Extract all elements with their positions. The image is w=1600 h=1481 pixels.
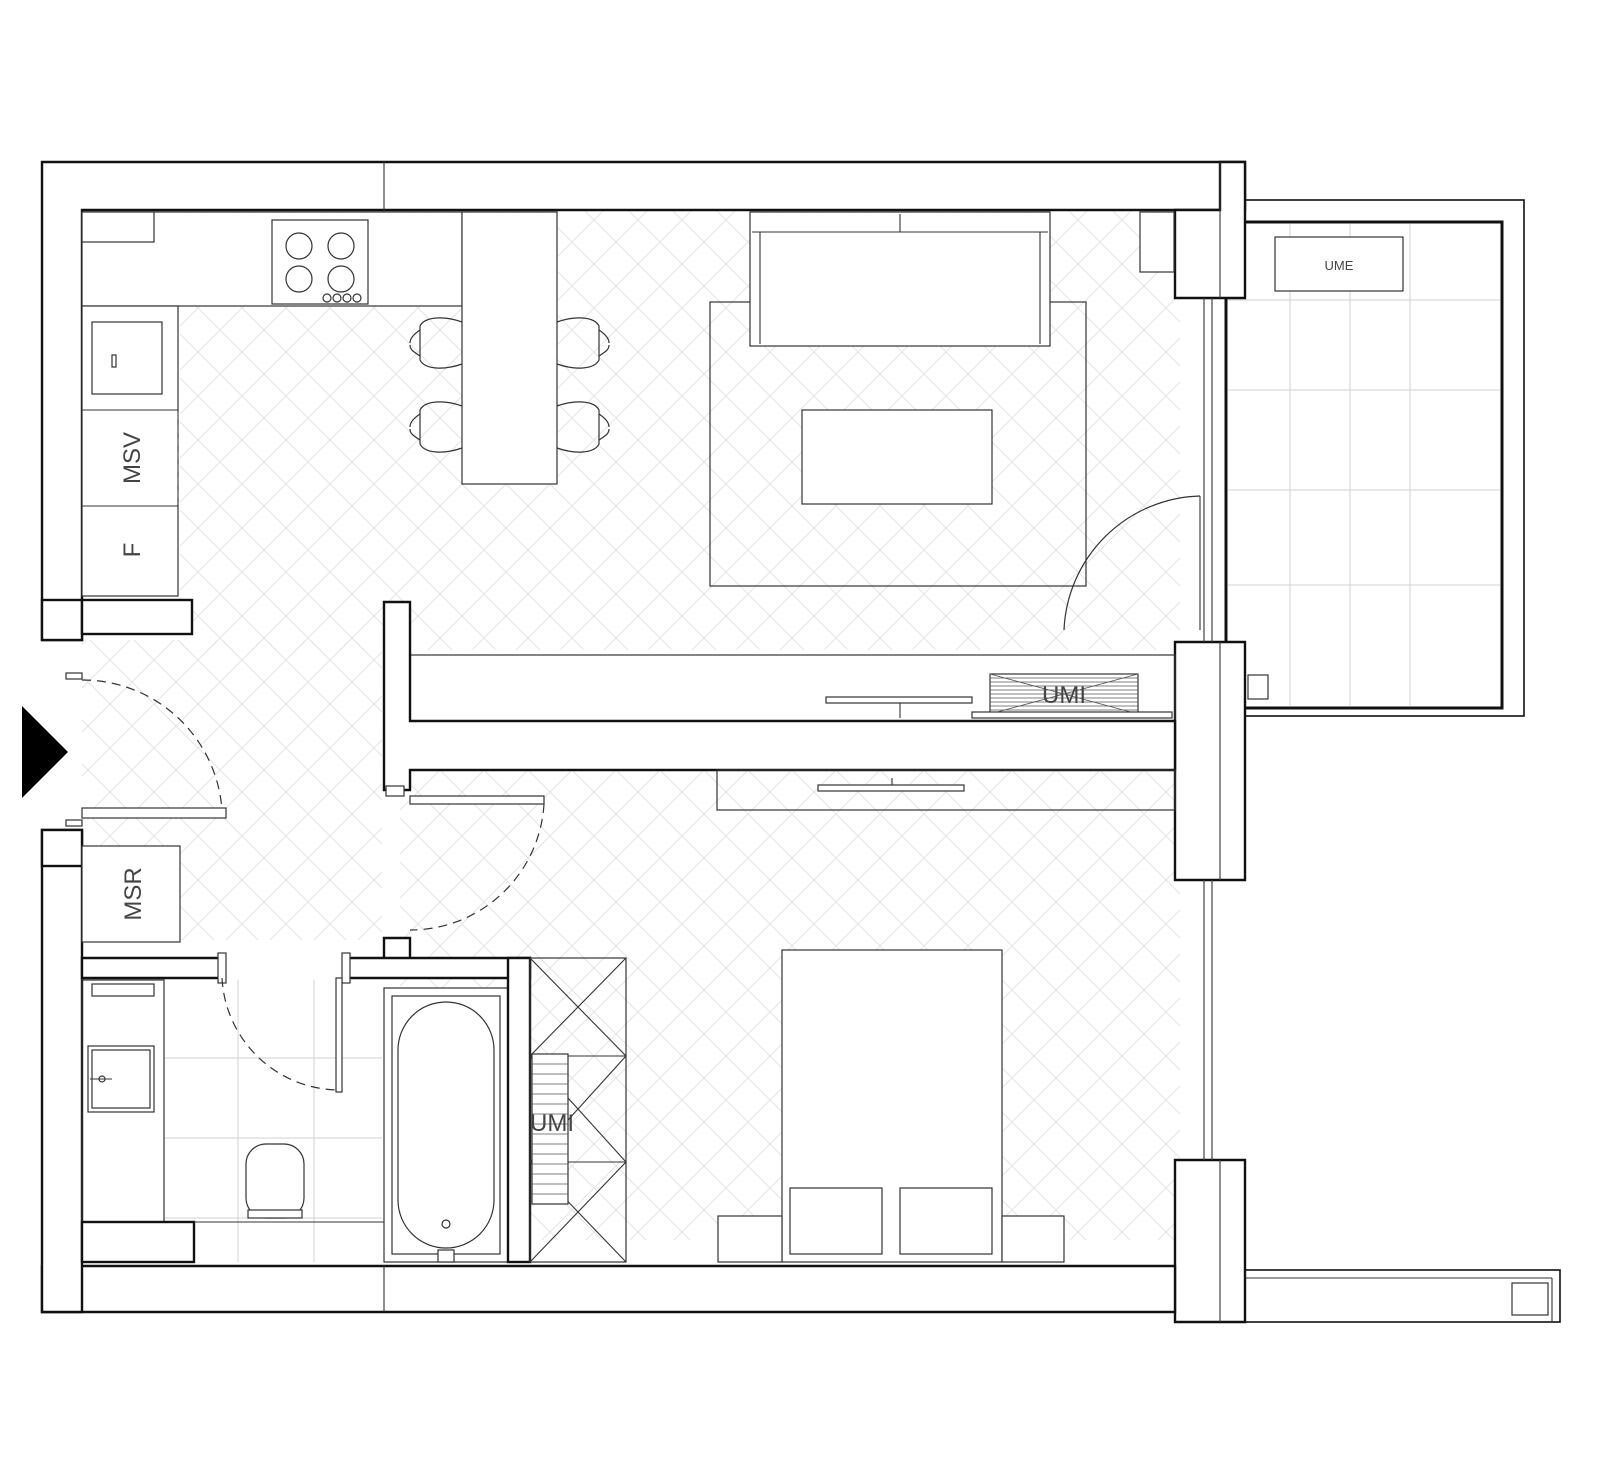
ume-label: UME	[1325, 258, 1354, 273]
entry-door-swing	[81, 679, 223, 811]
living	[709, 211, 1201, 631]
entrance-arrow-icon	[22, 706, 68, 798]
umi-bedroom-unit	[531, 1053, 569, 1205]
msr-label: MSR	[120, 867, 147, 920]
msr-cabinet	[81, 845, 181, 943]
wall-right-lower	[1173, 1158, 1247, 1324]
bedroom: UMI	[529, 949, 1065, 1263]
pillow-left	[789, 1187, 883, 1255]
bathroom-door-swing	[221, 977, 341, 1091]
kitchen-column	[80, 598, 194, 636]
f-label: F	[119, 543, 146, 558]
pillow-right	[899, 1187, 993, 1255]
balcony-tiles	[1228, 224, 1500, 706]
balcony-box	[1247, 674, 1269, 700]
wall-left-stub-lower	[40, 828, 84, 868]
stool-left-1	[419, 317, 463, 369]
bathtub-inner	[397, 1001, 495, 1249]
balcony: UME	[1224, 199, 1525, 717]
stool-left-2	[419, 401, 463, 453]
kitchen: MSV F	[80, 211, 558, 636]
outer-walls	[40, 160, 1247, 1324]
nightstand-left	[717, 1215, 783, 1263]
bathroom-shelf	[80, 1220, 196, 1264]
umi-living-label: UMI	[1042, 682, 1086, 709]
towel-rail	[91, 983, 155, 997]
corner-cabinet	[81, 211, 155, 243]
wall-bottom	[40, 1264, 1177, 1314]
umi-bedroom-label: UMI	[530, 1110, 574, 1137]
sofa	[749, 211, 1051, 347]
wall-right-middle	[1173, 640, 1247, 882]
msv-label: MSV	[119, 432, 146, 484]
wall-left-stub-upper	[40, 598, 84, 642]
wall-left-lower	[40, 828, 84, 1314]
wardrobe	[529, 957, 627, 1263]
bar-stools	[409, 317, 610, 453]
toilet	[245, 1143, 305, 1219]
bedroom-door-leaf	[409, 795, 545, 805]
nightstand-right	[1001, 1215, 1065, 1263]
stool-right-1	[556, 317, 600, 369]
hall: MSR	[65, 672, 545, 984]
bedroom-tv-console	[716, 769, 1176, 811]
entry-door-leaf	[81, 807, 227, 819]
kitchen-island	[461, 211, 558, 485]
stool-right-2	[556, 401, 600, 453]
bottom-ledge	[1239, 1269, 1561, 1323]
living-tv	[825, 696, 973, 704]
ume-unit	[1274, 236, 1404, 292]
balcony-door-swing	[1063, 495, 1201, 631]
bathroom-door-leaf	[335, 977, 343, 1093]
bathroom	[80, 956, 532, 1264]
bathroom-wall-right	[506, 956, 532, 1264]
bathroom-tiles	[164, 980, 382, 1262]
balcony-inner	[1224, 220, 1504, 710]
bedroom-tv	[817, 784, 965, 792]
sink	[91, 321, 163, 395]
bathroom-partition	[80, 956, 224, 980]
windows	[1203, 298, 1213, 1160]
ledge-outer	[1239, 1269, 1561, 1323]
ledge-box	[1511, 1282, 1549, 1316]
hob	[271, 219, 369, 305]
bathtub	[383, 987, 509, 1263]
living-corner-cabinet	[1139, 211, 1175, 273]
coffee-table	[801, 409, 993, 505]
central-partition: UMI	[382, 600, 1177, 811]
